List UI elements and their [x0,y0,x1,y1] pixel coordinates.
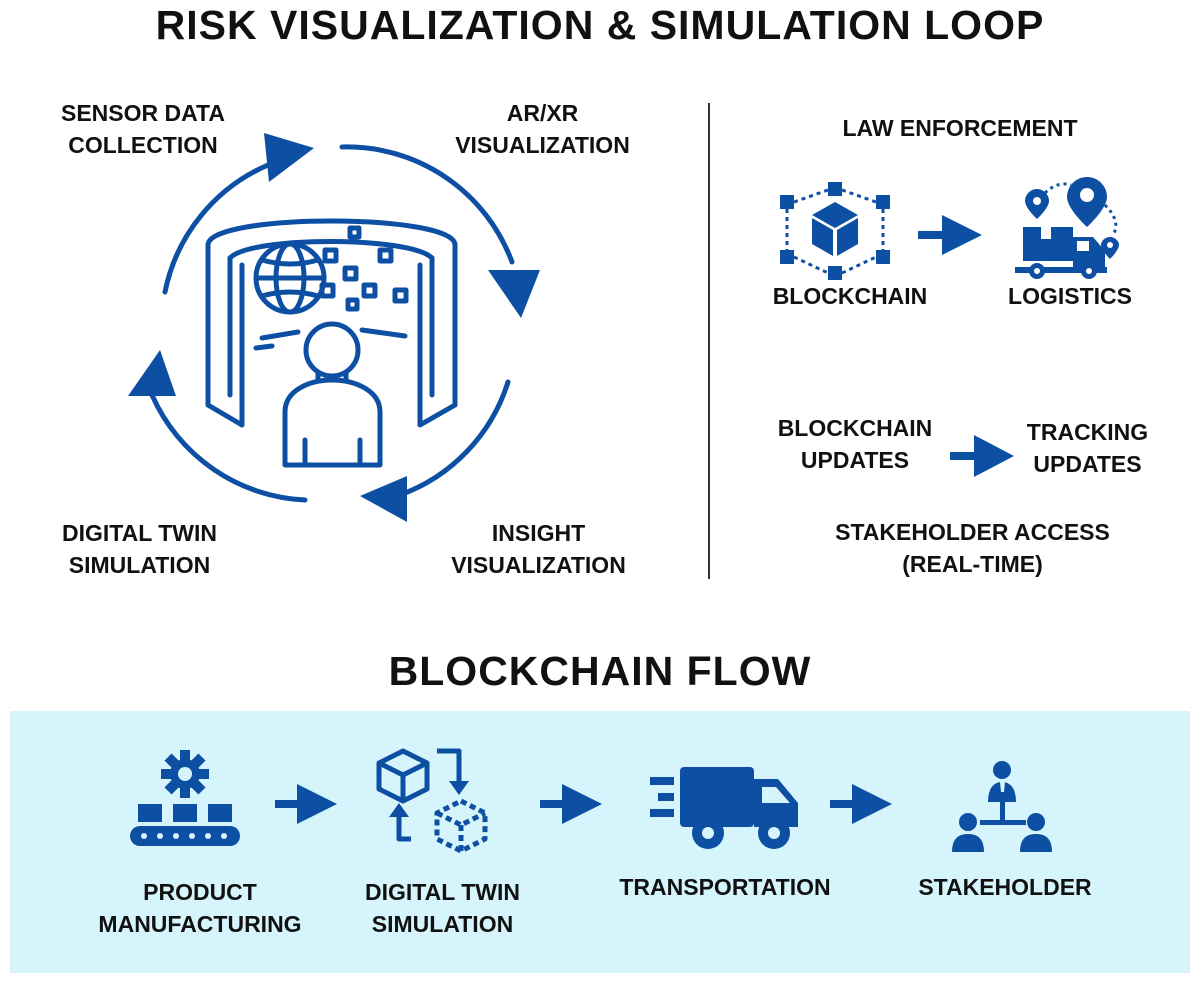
label-insight-visualization: INSIGHT VISUALIZATION [436,517,641,581]
label-line: VISUALIZATION [455,132,630,158]
section-divider [708,103,710,579]
loop-arc-top-right [339,144,515,265]
flow-label-stakeholder: STAKEHOLDER [900,871,1110,903]
label-line: MANUFACTURING [98,911,302,937]
section-title-blockchain-flow: BLOCKCHAIN FLOW [388,648,812,694]
logistics-truck-map-icon [1015,177,1119,279]
label-line: DIGITAL TWIN [364,879,520,905]
digital-twin-cubes-icon [376,748,488,854]
label-law-enforcement: LAW ENFORCEMENT [842,115,1078,141]
arrow-updates-icon [950,435,1014,477]
label-arxr-visualization: AR/XR VISUALIZATION [440,97,645,161]
arrowhead-right-icon [264,133,314,182]
label-logistics: LOGISTICS [1008,283,1132,309]
label-line: STAKEHOLDER [918,874,1092,900]
flow-arrow-icon [540,784,602,824]
label-line: TRANSPORTATION [619,874,831,900]
arrow-blockchain-to-logistics-icon [918,215,982,255]
arrowhead-up-icon [128,350,176,396]
label-line: INSIGHT [491,520,586,546]
label-stakeholder-access: STAKEHOLDER ACCESS (REAL-TIME) [795,516,1150,580]
arrowhead-down-icon [488,270,540,318]
flow-label-transportation: TRANSPORTATION [600,871,850,903]
label-sensor-data-collection: SENSOR DATA COLLECTION [48,97,238,161]
label-line: UPDATES [1033,451,1142,477]
label-line: SIMULATION [68,552,211,578]
label-line: (REAL-TIME) [902,551,1043,577]
flow-label-digital-twin-simulation: DIGITAL TWIN SIMULATION [340,876,545,940]
loop-arc-bottom-right [397,379,511,498]
label-line: VISUALIZATION [451,552,626,578]
label-blockchain: BLOCKCHAIN [772,283,928,309]
flow-label-product-manufacturing: PRODUCT MANUFACTURING [75,876,325,940]
label-line: BLOCKCHAIN [777,415,933,441]
manufacturing-gear-conveyor-icon [130,750,240,846]
label-line: SENSOR DATA [61,100,225,126]
label-line: DIGITAL TWIN [61,520,217,546]
stakeholder-hierarchy-icon [952,761,1052,852]
arxr-user-icon [205,218,458,468]
blockchain-network-icon [780,182,890,280]
page-title: RISK VISUALIZATION & SIMULATION LOOP [155,2,1045,48]
label-line: PRODUCT [143,879,257,905]
label-blockchain-updates: BLOCKCHAIN UPDATES [755,412,955,476]
label-tracking-updates: TRACKING UPDATES [1005,416,1170,480]
label-line: STAKEHOLDER ACCESS [835,519,1110,545]
flow-arrow-icon [830,784,892,824]
label-line: TRACKING [1026,419,1149,445]
risk-loop-diagram [128,133,540,522]
flow-arrow-icon [275,784,337,824]
delivery-truck-icon [650,767,798,849]
arrowhead-left-icon [360,476,407,522]
label-digital-twin-simulation: DIGITAL TWIN SIMULATION [42,517,237,581]
label-line: UPDATES [800,447,910,473]
label-line: AR/XR [506,100,579,126]
label-line: SIMULATION [371,911,514,937]
loop-arc-top-left [162,162,271,295]
loop-arc-bottom-left [149,392,308,503]
label-line: COLLECTION [68,132,218,158]
